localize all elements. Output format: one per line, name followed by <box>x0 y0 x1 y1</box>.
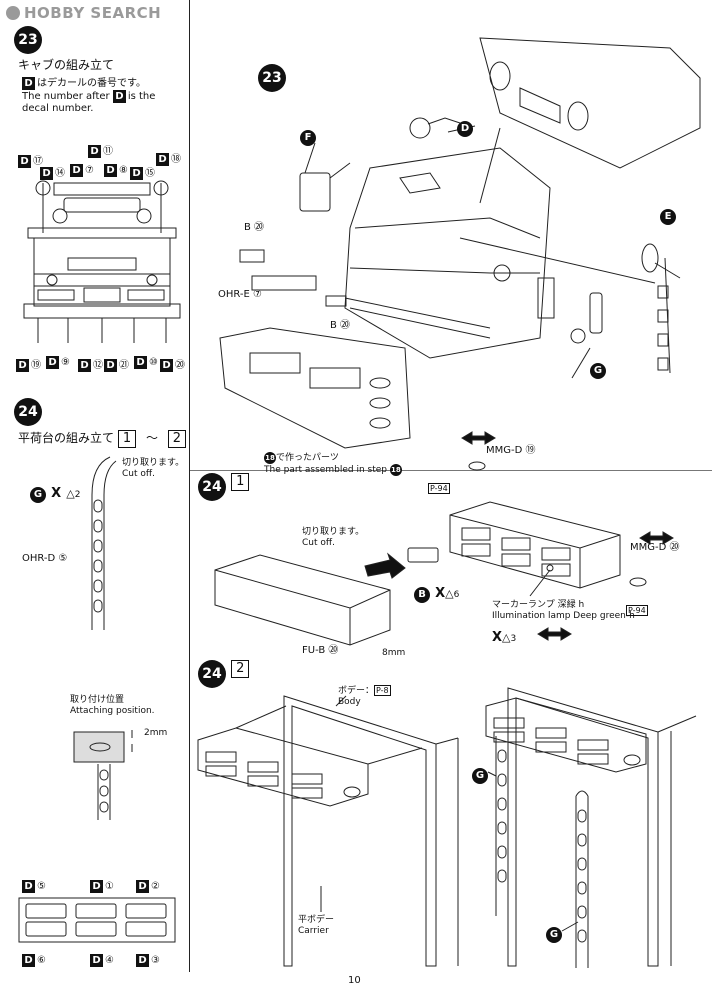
part-e-icon: E <box>660 209 676 225</box>
step23-right-header: 23 <box>258 64 286 92</box>
part-f-icon: F <box>300 130 316 146</box>
paint-ref-right: P-94 <box>626 605 648 616</box>
part-e-callout: E <box>660 204 676 225</box>
triangle-icon: △ <box>66 487 75 500</box>
cab-assembly-diagram <box>219 37 701 449</box>
range-to-box: 2 <box>167 430 187 448</box>
part-g-icon: G <box>590 363 606 379</box>
step-number-badge: 24 <box>198 473 226 501</box>
step-number-badge: 24 <box>198 660 226 688</box>
dimension-8mm: 8mm <box>382 648 406 658</box>
mmg-d19-label: MMG-D ⑲ <box>486 445 536 456</box>
attach-dimension: 2mm <box>144 728 168 738</box>
cut-off-note: 切り取ります。Cut off. <box>122 458 185 479</box>
mmg-d20-label: MMG-D ⑳ <box>630 542 680 553</box>
step24-2-diagram <box>197 687 697 968</box>
step24-left-header: 24 <box>14 398 42 426</box>
section-divider <box>190 470 712 471</box>
substep-box: 1 <box>231 473 250 491</box>
paint-ref-top: P-94 <box>428 483 450 494</box>
step24-1-diagram <box>214 431 674 646</box>
triangle-icon: △ <box>502 631 511 644</box>
b20-top-label: B ⑳ <box>244 222 265 233</box>
substep-box: 2 <box>231 660 250 678</box>
attaching-detail-diagram <box>73 730 133 820</box>
part-g-icon: G <box>546 927 562 943</box>
part-g-callout: G X △2 <box>30 482 80 503</box>
column-divider <box>189 0 190 972</box>
part-g-callout-upper: G <box>472 763 488 784</box>
truck-front-diagram <box>23 180 181 343</box>
step23-title: キャブの組み立て <box>18 58 115 72</box>
ohr-e-label: OHR-E ⑦ <box>218 289 263 300</box>
step-number-badge: 24 <box>14 398 42 426</box>
marker-x-callout: X△3 <box>492 630 517 645</box>
b20-bottom-label: B ⑳ <box>330 320 351 331</box>
decal-marker-icon: D <box>22 77 35 90</box>
part-g-callout-lower: G <box>546 922 562 943</box>
made-in-step18-note: 18で作ったパーツ The part assembled in step 18 <box>264 452 402 476</box>
part-g-icon: G <box>30 487 46 503</box>
part-g-icon: G <box>472 768 488 784</box>
step24-2-header: 24 2 <box>198 660 250 688</box>
triangle-icon: △ <box>445 587 454 600</box>
fu-b-label: FU-B ⑳ <box>302 645 339 656</box>
ladder-part-diagram <box>91 456 117 630</box>
step24-1-header: 24 1 <box>198 473 250 501</box>
step-number-badge: 23 <box>14 26 42 54</box>
cut-off-note-24-1: 切り取ります。Cut off. <box>302 527 365 548</box>
decal-plates-diagram <box>18 897 176 943</box>
page-number: 10 <box>348 975 361 986</box>
part-d-callout: D <box>457 116 473 137</box>
part-b-icon: B <box>414 587 430 603</box>
step23-left-header: 23 <box>14 26 42 54</box>
watermark: HOBBY SEARCH <box>6 4 161 22</box>
ohr-d-label: OHR-D ⑤ <box>22 553 68 564</box>
step24-title: 平荷台の組み立て 1 ～ 2 <box>18 430 187 448</box>
part-d-icon: D <box>457 121 473 137</box>
range-from-box: 1 <box>117 430 137 448</box>
part-f-callout: F <box>300 125 316 146</box>
part-b-callout: B X△6 <box>414 582 459 603</box>
step-number-badge: 23 <box>258 64 286 92</box>
watermark-logo-icon <box>6 6 20 20</box>
decal-marker-icon: D <box>112 90 126 103</box>
part-g-callout: G <box>590 358 606 379</box>
